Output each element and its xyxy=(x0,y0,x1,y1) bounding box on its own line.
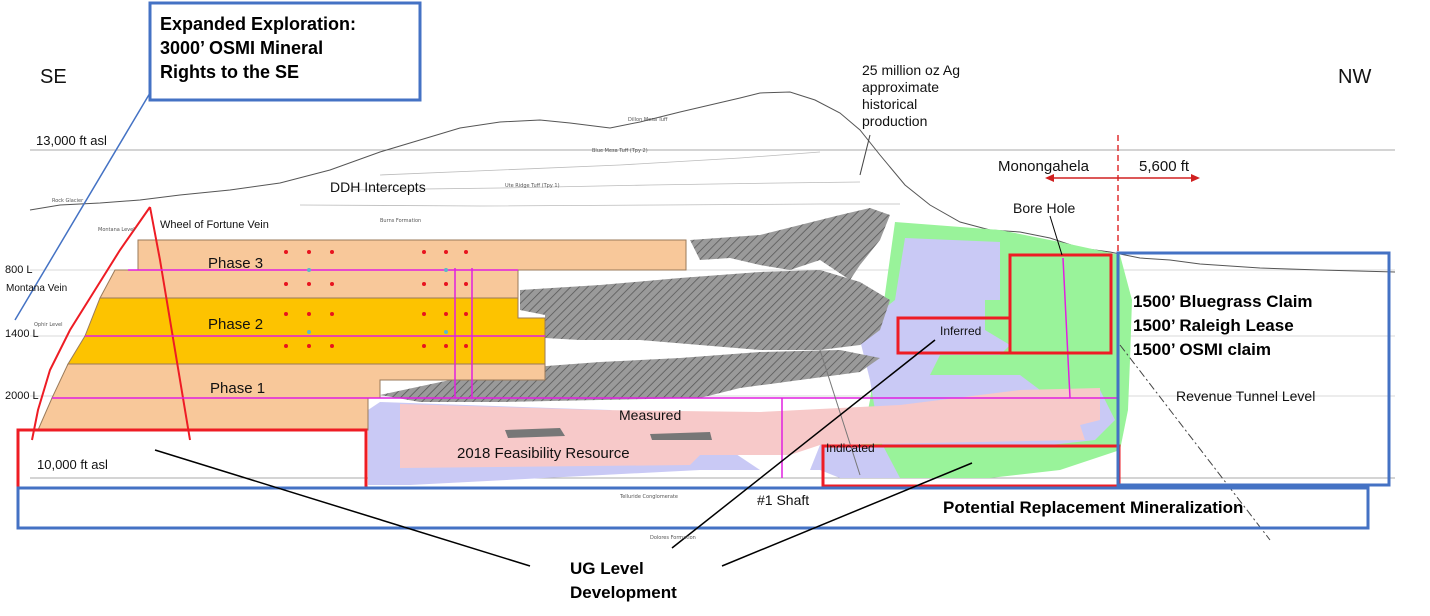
level-2000: 2000 L xyxy=(5,390,39,402)
distance-label: 5,600 ft xyxy=(1139,158,1190,175)
ddh-intercept-cyan-dots xyxy=(307,268,448,334)
expanded-line-2: 3000’ OSMI Mineral xyxy=(160,38,324,58)
ddh-intercept-dots xyxy=(284,250,468,348)
claim-osmi: 1500’ OSMI claim xyxy=(1133,340,1271,359)
phase1-block-lower xyxy=(37,397,369,431)
replacement-callout: Potential Replacement Mineralization xyxy=(943,498,1244,517)
phase2-block-lower xyxy=(67,335,546,365)
feasibility-resource-label: 2018 Feasibility Resource xyxy=(457,445,630,462)
ug-level-callout: UG Level Development xyxy=(570,557,677,605)
ug-leader-left xyxy=(154,449,531,567)
measured-zone xyxy=(400,388,1100,468)
historic-workings-middle xyxy=(520,270,890,350)
indicated-label: Indicated xyxy=(826,441,875,455)
strata-line-3 xyxy=(299,203,900,207)
bore-hole-line xyxy=(1062,257,1071,399)
level-1400: 1400 L xyxy=(5,328,39,340)
shaft-trace xyxy=(819,349,861,476)
phase-3-label: Phase 3 xyxy=(208,255,264,272)
exploration-leader-line xyxy=(14,92,151,321)
bore-hole-label: Bore Hole xyxy=(1013,200,1076,216)
inferred-label: Inferred xyxy=(940,324,982,338)
ug-line-2: Development xyxy=(570,583,677,602)
borehole-leader-line xyxy=(1049,215,1063,256)
measured-label: Measured xyxy=(619,407,682,423)
historic-workings-upper xyxy=(690,208,890,280)
historic-workings-lower xyxy=(380,350,880,402)
telluride-label: Telluride Conglomerate xyxy=(620,494,678,500)
replacement-box xyxy=(16,486,1370,530)
dolores-label: Dolores Formation xyxy=(650,535,696,541)
blue-mesa-label: Blue Mesa Tuff (Tpy 2) xyxy=(592,148,648,154)
expanded-exploration-box xyxy=(148,1,422,102)
ophir-level-label: Ophir Level xyxy=(34,322,63,328)
shaft-label: #1 Shaft xyxy=(757,492,810,508)
production-leader-line xyxy=(859,134,871,176)
monongahela-label: Monongahela xyxy=(998,158,1089,175)
production-line-4: production xyxy=(862,113,928,129)
production-line-2: approximate xyxy=(862,79,940,95)
production-line-3: historical xyxy=(862,96,918,112)
wheel-of-fortune-vein-line xyxy=(149,206,191,441)
strata-line-1 xyxy=(379,151,821,176)
wheel-of-fortune-label: Wheel of Fortune Vein xyxy=(160,219,269,231)
production-line-1: 25 million oz Ag xyxy=(862,62,961,78)
fault-line xyxy=(1119,344,1271,541)
production-callout: 25 million oz Ag approximate historical … xyxy=(862,62,960,130)
montana-vein-label: Montana Vein xyxy=(6,283,68,294)
claim-raleigh: 1500’ Raleigh Lease xyxy=(1133,316,1294,335)
phase3-block-upper xyxy=(137,239,687,271)
expanded-line-3: Rights to the SE xyxy=(160,62,299,82)
direction-nw: NW xyxy=(1338,66,1372,88)
ug-line-1: UG Level xyxy=(570,559,644,578)
claims-callout: 1500’ Bluegrass Claim 1500’ Raleigh Leas… xyxy=(1133,290,1313,362)
revenue-tunnel-label: Revenue Tunnel Level xyxy=(1176,388,1316,404)
measured-blob-2 xyxy=(650,432,712,440)
expanded-exploration-callout: Expanded Exploration: 3000’ OSMI Mineral… xyxy=(160,12,356,84)
claim-bluegrass: 1500’ Bluegrass Claim xyxy=(1133,292,1313,311)
ug-leader-inferred xyxy=(671,339,936,549)
strata-line-2 xyxy=(349,181,861,191)
claim-red-box xyxy=(1008,253,1113,355)
direction-se: SE xyxy=(40,66,67,88)
ddh-intercepts-label: DDH Intercepts xyxy=(330,179,426,195)
elevation-top: 13,000 ft asl xyxy=(36,133,107,148)
burns-formation-label: Burns Formation xyxy=(380,218,422,224)
montana-vein-line xyxy=(31,206,151,441)
dillon-mesa-label: Dillon Mesa Tuff xyxy=(628,117,668,123)
expanded-line-1: Expanded Exploration: xyxy=(160,14,357,34)
phase-2-label: Phase 2 xyxy=(208,316,264,333)
measured-blob-1 xyxy=(505,428,565,438)
ute-ridge-label: Ute Ridge Tuff (Tpy 1) xyxy=(505,183,560,189)
claims-box xyxy=(1116,251,1391,487)
ug-leader-indicated xyxy=(721,462,973,567)
montana-level-label: Montana Level xyxy=(98,227,135,233)
rock-glacier-label: Rock Glacier xyxy=(52,198,84,204)
phase2-block-upper xyxy=(84,297,546,337)
distance-arrow-right xyxy=(1191,174,1200,182)
elevation-bottom: 10,000 ft asl xyxy=(37,457,108,472)
level-800: 800 L xyxy=(5,264,33,276)
distance-arrow-left xyxy=(1045,174,1054,182)
phase-1-label: Phase 1 xyxy=(210,380,266,397)
